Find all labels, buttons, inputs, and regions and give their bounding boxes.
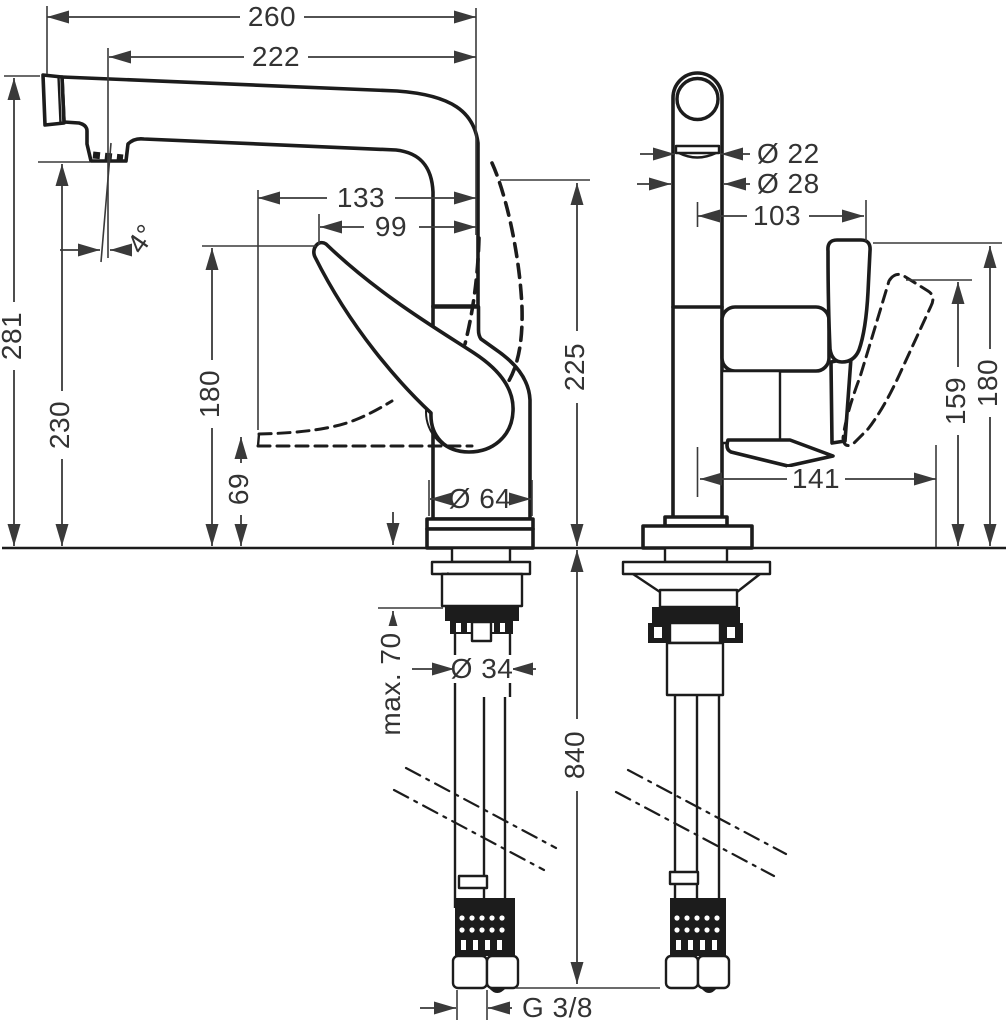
dim-handle-reach-label: 141 bbox=[792, 463, 840, 494]
side-spout-swiveled-dashed bbox=[490, 161, 524, 389]
side-handle-dashed bbox=[256, 399, 474, 448]
dim-handle-offset-label: 103 bbox=[753, 200, 801, 231]
dim-spout-diameter-label: Ø 28 bbox=[757, 168, 820, 199]
dim-thread-label: G 3/8 bbox=[522, 992, 593, 1023]
dim-height-180-side-label: 180 bbox=[194, 370, 225, 418]
front-handle-upright bbox=[826, 238, 872, 364]
dim-height-225-label: 225 bbox=[559, 343, 590, 391]
front-handle-base-wedge bbox=[725, 438, 835, 468]
dim-total-reach-label: 260 bbox=[248, 1, 296, 32]
label-backgrounds bbox=[1, 3, 1001, 791]
side-spout-outline bbox=[60, 75, 480, 309]
front-mounting bbox=[621, 546, 772, 697]
dim-height-69-label: 69 bbox=[223, 473, 254, 505]
front-spout-circle bbox=[675, 76, 720, 122]
dim-aerator-diameter-label: Ø 22 bbox=[757, 138, 820, 169]
side-base-flange bbox=[425, 527, 535, 550]
dim-reach-99-label: 99 bbox=[375, 211, 407, 242]
dim-max-deck-label: max. 70 bbox=[375, 632, 406, 735]
front-handle-column bbox=[720, 369, 782, 445]
dim-height-230-label: 230 bbox=[44, 401, 75, 449]
dim-height-281-label: 281 bbox=[0, 312, 27, 360]
dim-hose-length-label: 840 bbox=[559, 731, 590, 779]
front-break-lines bbox=[614, 768, 788, 878]
dim-hole-diameter-label: Ø 34 bbox=[451, 653, 514, 684]
dim-height-159-label: 159 bbox=[940, 377, 971, 425]
dim-height-180-front-label: 180 bbox=[972, 359, 1003, 407]
dim-spray-angle-label: 4° bbox=[121, 218, 162, 259]
side-break-lines bbox=[392, 766, 558, 872]
front-view bbox=[614, 71, 935, 993]
front-pipe bbox=[671, 71, 724, 527]
side-hoses bbox=[451, 697, 520, 993]
dim-base-diameter-label: Ø 64 bbox=[449, 483, 512, 514]
front-handle-stem bbox=[829, 356, 853, 445]
front-handle-housing bbox=[720, 305, 831, 373]
dim-spout-reach-label: 222 bbox=[252, 41, 300, 72]
side-view bbox=[41, 73, 558, 993]
dim-reach-133-label: 133 bbox=[337, 182, 385, 213]
side-handle-lever bbox=[312, 240, 515, 454]
front-base-flange bbox=[641, 524, 754, 550]
front-hoses bbox=[664, 695, 731, 993]
front-aerator bbox=[674, 144, 721, 155]
front-handle-tilted-dashed bbox=[841, 272, 935, 447]
